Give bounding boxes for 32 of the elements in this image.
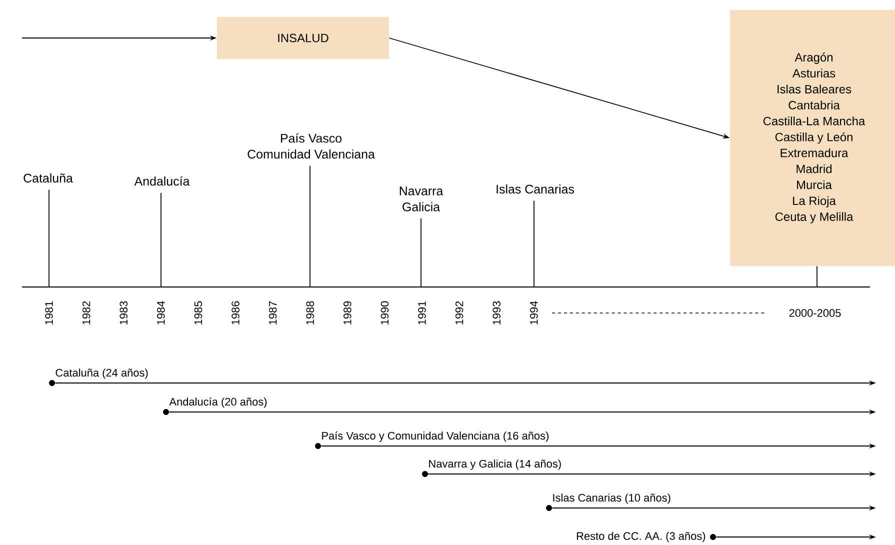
year-label: 1981 (45, 301, 53, 324)
period-label: Islas Canarias (10 años) (553, 494, 670, 504)
leader-line (48, 189, 50, 288)
year-label: 1990 (380, 301, 389, 324)
year-label: 1994 (530, 301, 538, 324)
region-box: INSALUD (217, 17, 389, 59)
year-label: 1985 (194, 301, 202, 324)
region-label: Navarra Galicia (400, 186, 444, 212)
region-label: Andalucía (134, 176, 190, 186)
year-label: 1988 (306, 301, 314, 324)
year-label: 1984 (157, 301, 165, 324)
year-label: 2000-2005 (789, 309, 841, 317)
year-label: 1989 (344, 301, 352, 324)
region-label: País Vasco Comunidad Valenciana (248, 133, 375, 159)
year-label: 1986 (232, 301, 240, 324)
leader-line (816, 266, 818, 288)
period-label: País Vasco y Comunidad Valenciana (16 años) (322, 431, 548, 442)
year-label: 1991 (418, 301, 426, 324)
period-label: Resto de CC. AA. (3 años) (576, 532, 706, 542)
region-label: Islas Canarias (496, 184, 574, 194)
period-label: Cataluña (24 años) (56, 368, 148, 379)
year-label: 1987 (268, 301, 277, 324)
period-label: Navarra y Galicia (14 años) (429, 460, 561, 470)
year-label: 1993 (492, 301, 500, 324)
region-box: Aragón Asturias Islas Baleares Cantabria Castilla-La Mancha Castilla y León Extremadura Madrid Murcia La Rioja Ceuta y Melilla (730, 10, 895, 266)
region-label: Cataluña (24, 173, 73, 183)
period-label: Andalucía (20 años) (169, 397, 267, 408)
year-label: 1992 (455, 301, 464, 324)
leader-line (420, 218, 422, 288)
year-label: 1983 (120, 301, 128, 324)
leader-line (160, 192, 162, 288)
year-label: 1982 (82, 301, 90, 324)
